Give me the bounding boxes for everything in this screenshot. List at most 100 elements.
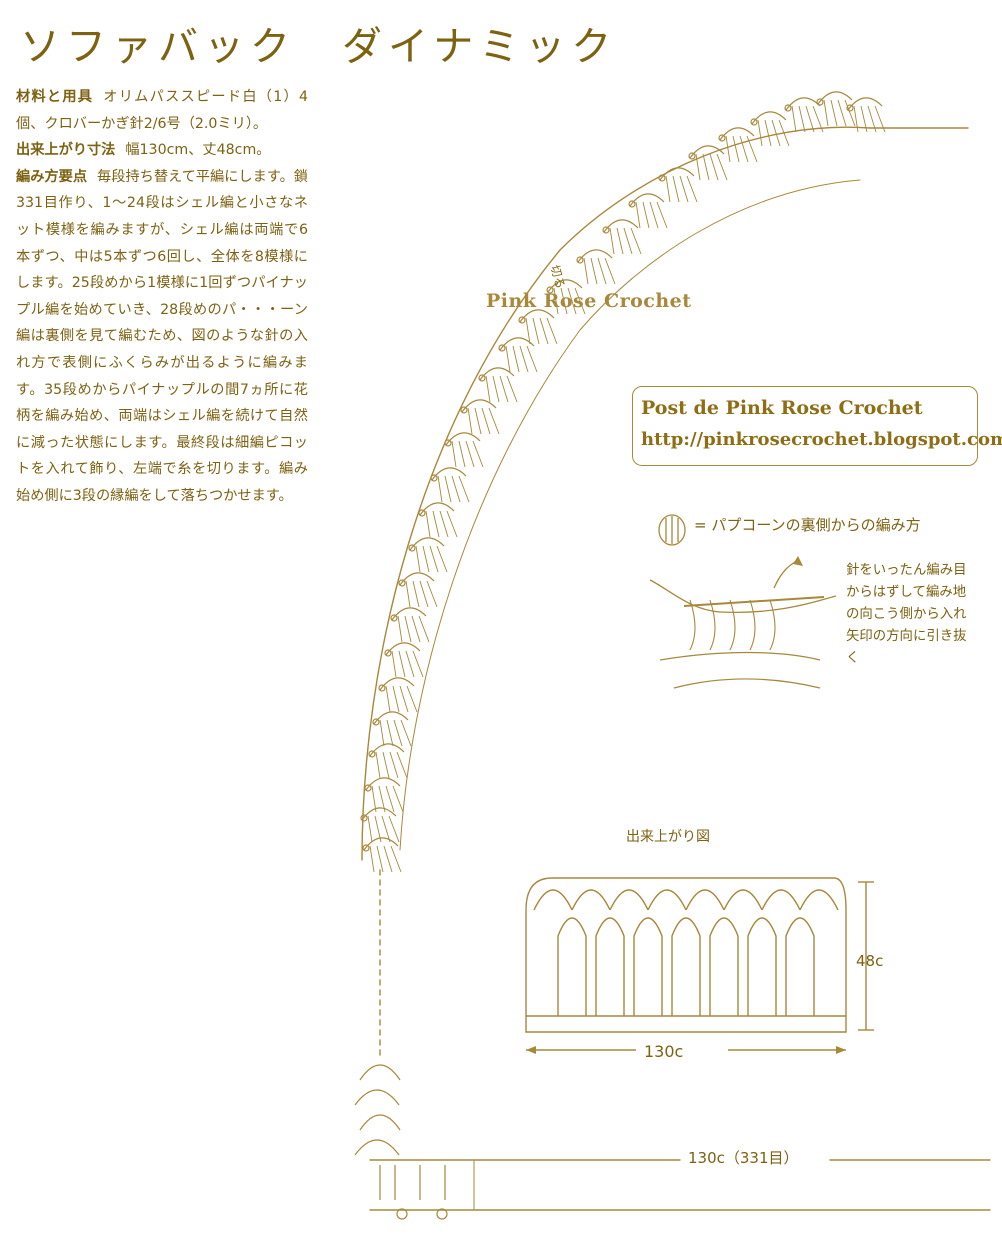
picot-mark bbox=[602, 226, 610, 234]
stitch-mark bbox=[405, 650, 415, 678]
stitch-mark bbox=[583, 257, 589, 285]
picot-mark bbox=[816, 98, 824, 106]
popcorn-symbol bbox=[658, 514, 686, 546]
stitch-mark bbox=[539, 317, 549, 345]
stitch-mark bbox=[567, 287, 577, 315]
stitch-mark bbox=[426, 580, 438, 608]
shell-motif bbox=[369, 743, 405, 757]
stitch-mark bbox=[709, 153, 719, 181]
stitch-mark bbox=[419, 580, 429, 608]
stitch-mark bbox=[506, 375, 518, 403]
stitch-mark bbox=[404, 615, 412, 643]
popcorn-note-line: からはずして編み地 bbox=[846, 585, 967, 600]
arch-window bbox=[671, 917, 701, 1016]
arch-top bbox=[647, 889, 687, 911]
stitch-mark bbox=[492, 375, 500, 403]
stitch-mark bbox=[458, 475, 470, 503]
shell-motif bbox=[519, 309, 555, 323]
stitch-mark bbox=[526, 345, 538, 373]
picot-mark bbox=[360, 814, 368, 822]
shell-motif bbox=[365, 777, 401, 791]
post-box: Post de Pink Rose Crochet http://pinkros… bbox=[632, 386, 1002, 466]
stitch-mark bbox=[874, 105, 886, 133]
chain-dimension: 130c（331目） bbox=[688, 1149, 799, 1167]
post-box-url: http://pinkrosecrochet.blogspot.com bbox=[641, 429, 1002, 450]
shell-motif bbox=[419, 502, 455, 516]
stitch-mark bbox=[400, 719, 412, 747]
shell-motif bbox=[751, 111, 787, 125]
picot-mark bbox=[628, 200, 636, 208]
height-dimension: 48c bbox=[856, 952, 884, 970]
stitch-mark bbox=[519, 345, 529, 373]
stitch-mark bbox=[525, 317, 531, 345]
stitch-mark bbox=[590, 257, 598, 285]
shell-motif bbox=[399, 572, 435, 586]
shell-motif bbox=[391, 607, 427, 621]
stitch-mark bbox=[764, 119, 772, 147]
watermark: Pink Rose Crochet bbox=[486, 290, 692, 312]
finished-outline bbox=[525, 877, 847, 1033]
stitch-mark bbox=[392, 785, 404, 813]
picot-mark bbox=[460, 406, 468, 414]
picot-mark bbox=[688, 152, 696, 160]
stitch-mark bbox=[672, 175, 680, 203]
shell-motif bbox=[689, 145, 725, 159]
stitch-mark bbox=[437, 475, 443, 503]
stitch-mark bbox=[512, 345, 520, 373]
stitch-mark bbox=[867, 105, 877, 133]
stitch-mark bbox=[451, 440, 457, 468]
arch-window bbox=[747, 917, 777, 1016]
stitch-mark bbox=[379, 719, 385, 747]
stitch-mark bbox=[725, 135, 731, 163]
picot-mark bbox=[384, 649, 392, 657]
stitch-mark bbox=[381, 815, 391, 843]
shell-motif bbox=[629, 193, 665, 207]
shell-motif bbox=[379, 677, 415, 691]
stitch-mark bbox=[376, 845, 384, 873]
instructions-text: 材料と用具オリムパススピード白（1）4個、クロバーかぎ針2/6号（2.0ミリ）。… bbox=[16, 84, 308, 510]
arch-top bbox=[533, 889, 573, 911]
stitch-mark bbox=[805, 105, 815, 133]
stitch-mark bbox=[798, 105, 806, 133]
materials-heading: 材料と用具 bbox=[16, 89, 94, 105]
width-dimension: 130c bbox=[644, 1042, 684, 1061]
stitch-mark bbox=[369, 845, 375, 873]
stitch-mark bbox=[385, 685, 391, 713]
stitch-mark bbox=[446, 510, 458, 538]
popcorn-note: 針をいったん編み目 からはずして編み地 の向こう側から入れ 矢印の方向に引き抜 … bbox=[846, 560, 1002, 670]
stitch-mark bbox=[746, 135, 758, 163]
picot-mark bbox=[372, 718, 380, 726]
stitch-mark bbox=[391, 650, 397, 678]
arch-window bbox=[595, 917, 625, 1016]
stitch-mark bbox=[378, 785, 386, 813]
stitch-mark bbox=[389, 751, 399, 779]
picot-mark bbox=[658, 174, 666, 182]
method-heading: 編み方要点 bbox=[16, 168, 88, 185]
stitch-mark bbox=[597, 257, 607, 285]
stitch-mark bbox=[823, 99, 829, 127]
stitch-mark bbox=[393, 719, 403, 747]
stitch-mark bbox=[472, 440, 484, 468]
picot-mark bbox=[378, 684, 386, 692]
popcorn-note-line: 矢印の方向に引き抜 bbox=[846, 629, 967, 644]
stitch-mark bbox=[485, 375, 491, 403]
chart-outer-arc bbox=[361, 126, 871, 861]
picot-mark bbox=[368, 750, 376, 758]
stitch-mark bbox=[474, 407, 482, 435]
shell-motif bbox=[577, 249, 613, 263]
finished-diagram bbox=[525, 877, 874, 1054]
stitch-mark bbox=[716, 153, 728, 181]
shell-motif bbox=[461, 399, 497, 413]
stitch-mark bbox=[771, 119, 781, 147]
stitch-mark bbox=[609, 227, 615, 255]
stitch-mark bbox=[532, 317, 540, 345]
popcorn-illustration bbox=[649, 514, 837, 689]
arch-window bbox=[709, 917, 739, 1016]
stitch-mark bbox=[635, 201, 641, 229]
stitch-mark bbox=[392, 685, 400, 713]
stitch-mark bbox=[399, 685, 409, 713]
picot-mark bbox=[430, 474, 438, 482]
shell-motif bbox=[373, 711, 409, 725]
arch-window bbox=[785, 917, 815, 1016]
